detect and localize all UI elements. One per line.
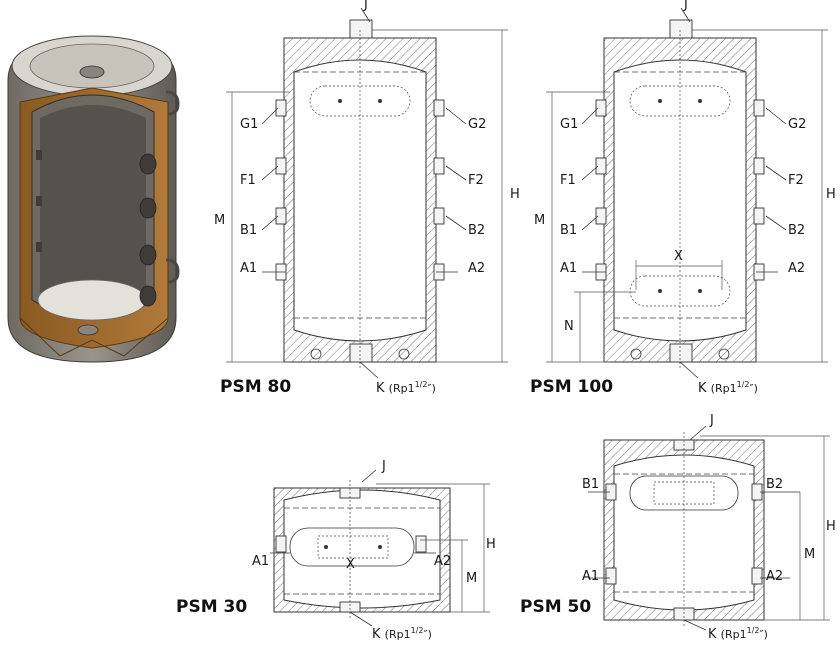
psm100-label-g1: G1 [560, 117, 578, 132]
psm30-label-j: J [381, 459, 386, 474]
psm80-label-k: K (Rp11/2″) [376, 380, 436, 396]
psm100-label-b1: B1 [560, 223, 577, 238]
psm30-label-a2: A2 [434, 554, 451, 569]
psm50-drawing: J B1 B2 A1 A2 M H PSM 50 K (Rp11/2″) [520, 413, 836, 642]
psm80-label-f1: F1 [240, 173, 256, 188]
psm100-label-b2: B2 [788, 223, 805, 238]
psm80-label-a2: A2 [468, 261, 485, 276]
psm50-label-j: J [709, 413, 714, 428]
psm50-label-k: K (Rp11/2″) [708, 626, 768, 641]
psm80-label-f2: F2 [468, 173, 484, 188]
psm100-dim-n: N [564, 319, 574, 334]
psm80-title: PSM 80 [220, 377, 291, 397]
psm80-label-g2: G2 [468, 117, 486, 132]
psm50-title: PSM 50 [520, 597, 591, 617]
psm30-label-a1: A1 [252, 554, 269, 569]
psm100-label-a2: A2 [788, 261, 805, 276]
psm100-label-a1: A1 [560, 261, 577, 276]
psm80-label-a1: A1 [240, 261, 257, 276]
psm50-label-a2: A2 [766, 569, 783, 584]
psm80-label-j: J [363, 0, 368, 12]
psm30-dim-m: M [466, 571, 477, 586]
psm50-dim-h: H [826, 519, 836, 534]
psm50-label-b2: B2 [766, 477, 783, 492]
psm100-label-k: K (Rp11/2″) [698, 380, 758, 396]
psm100-label-f1: F1 [560, 173, 576, 188]
psm80-drawing: J G1 F1 B1 A1 G2 F2 B2 A2 M H PSM 80 K (… [214, 0, 520, 397]
psm100-label-g2: G2 [788, 117, 806, 132]
psm100-dim-x: X [674, 249, 683, 264]
psm80-label-g1: G1 [240, 117, 258, 132]
psm50-label-b1: B1 [582, 477, 599, 492]
psm100-dim-m: M [534, 213, 545, 228]
psm100-drawing: J G1 F1 B1 A1 G2 F2 B2 A2 X M N H PSM 10… [530, 0, 836, 397]
psm100-label-f2: F2 [788, 173, 804, 188]
psm80-label-b1: B1 [240, 223, 257, 238]
psm100-title: PSM 100 [530, 377, 613, 397]
psm100-label-j: J [683, 0, 688, 12]
psm50-label-a1: A1 [582, 569, 599, 584]
psm80-dim-h: H [510, 187, 520, 202]
psm30-dim-x: X [346, 557, 355, 572]
psm30-title: PSM 30 [176, 597, 247, 617]
psm50-dim-m: M [804, 547, 815, 562]
psm30-label-k: K (Rp11/2″) [372, 626, 432, 641]
psm30-dim-h: H [486, 537, 496, 552]
psm30-drawing: J A1 A2 X M H PSM 30 K (Rp11/2″) [176, 459, 496, 642]
tank-cutaway-illustration [7, 35, 180, 363]
psm100-dim-h: H [826, 187, 836, 202]
psm80-dim-m: M [214, 213, 225, 228]
psm80-label-b2: B2 [468, 223, 485, 238]
